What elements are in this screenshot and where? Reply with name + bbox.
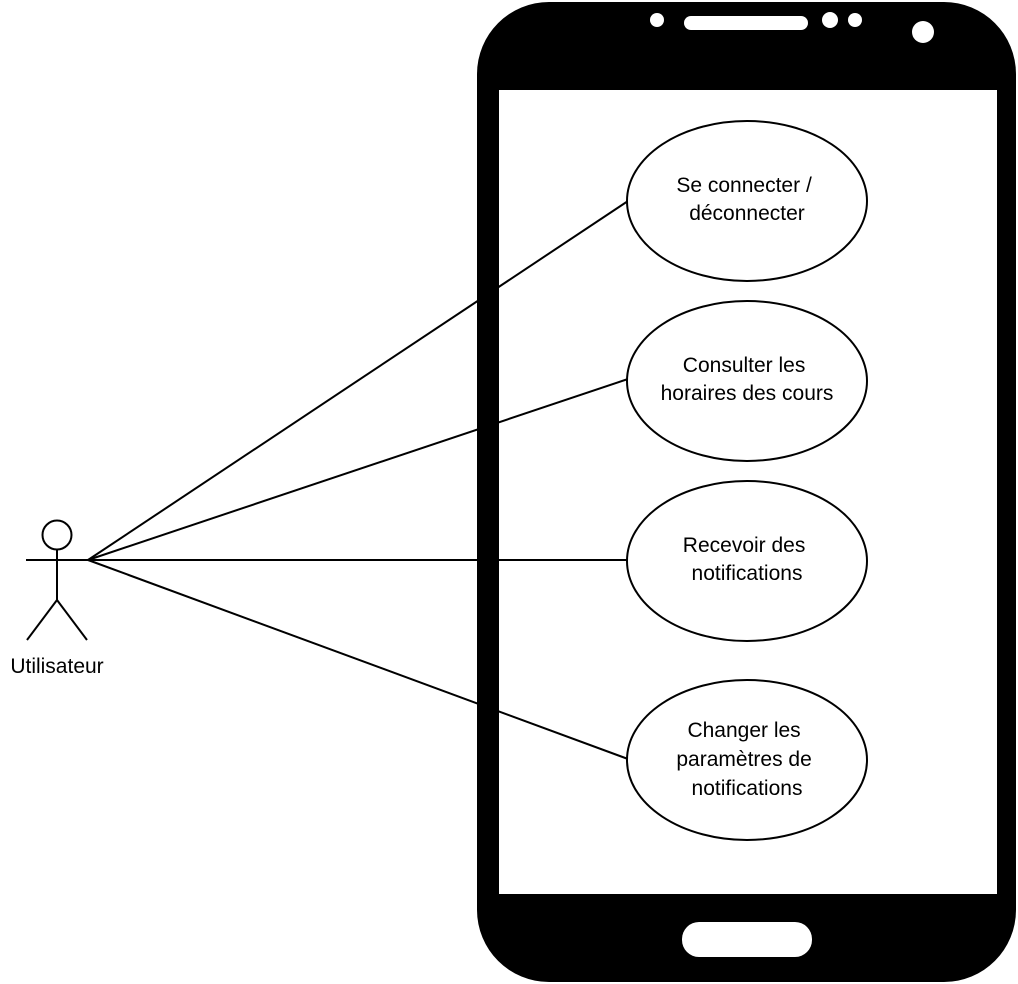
phone-camera-icon [912,21,934,43]
use-case-label: Consulter les horaires des cours [661,354,834,405]
use-case-ellipse[interactable] [626,480,868,642]
association-line-schedule [87,378,629,561]
use-case-label-line: horaires des cours [661,382,834,405]
association-line-settings [87,559,629,760]
use-case-label: Changer les paramètres de notifications [676,719,817,800]
use-case-label-line: paramètres de [676,748,811,771]
association-line-login [87,200,629,561]
phone-speaker-icon [684,16,808,30]
use-case-ellipse[interactable] [626,300,868,462]
use-case-settings[interactable]: Changer les paramètres de notifications [626,679,868,841]
actor-label: Utilisateur [10,655,103,678]
use-case-label-line: notifications [692,562,803,585]
associations [87,200,629,760]
use-case-ellipse[interactable] [626,679,868,841]
use-case-label: Recevoir des notifications [683,534,811,585]
use-case-schedule[interactable]: Consulter les horaires des cours [626,300,868,462]
actor-left-leg [26,599,58,641]
phone-sensor-icon [848,13,862,27]
actor-head [41,519,73,551]
use-case-label-line: déconnecter [689,202,805,225]
use-case-label-line: Consulter les [683,354,806,377]
actor-right-leg [56,599,88,641]
use-case-label-line: notifications [692,777,803,800]
use-case-login[interactable]: Se connecter / déconnecter [626,120,868,282]
use-case-label-line: Se connecter / [676,174,812,197]
use-case-ellipse[interactable] [626,120,868,282]
phone-sensor-icon [822,12,838,28]
use-case-label-line: Changer les [687,719,800,742]
use-case-label-line: Recevoir des [683,534,806,557]
phone-home-button[interactable] [682,922,812,957]
phone-front-camera-icon [650,13,664,27]
actor-stick-figure-icon [26,519,88,641]
use-case-notifications[interactable]: Recevoir des notifications [626,480,868,642]
use-case-label: Se connecter / déconnecter [676,174,817,225]
